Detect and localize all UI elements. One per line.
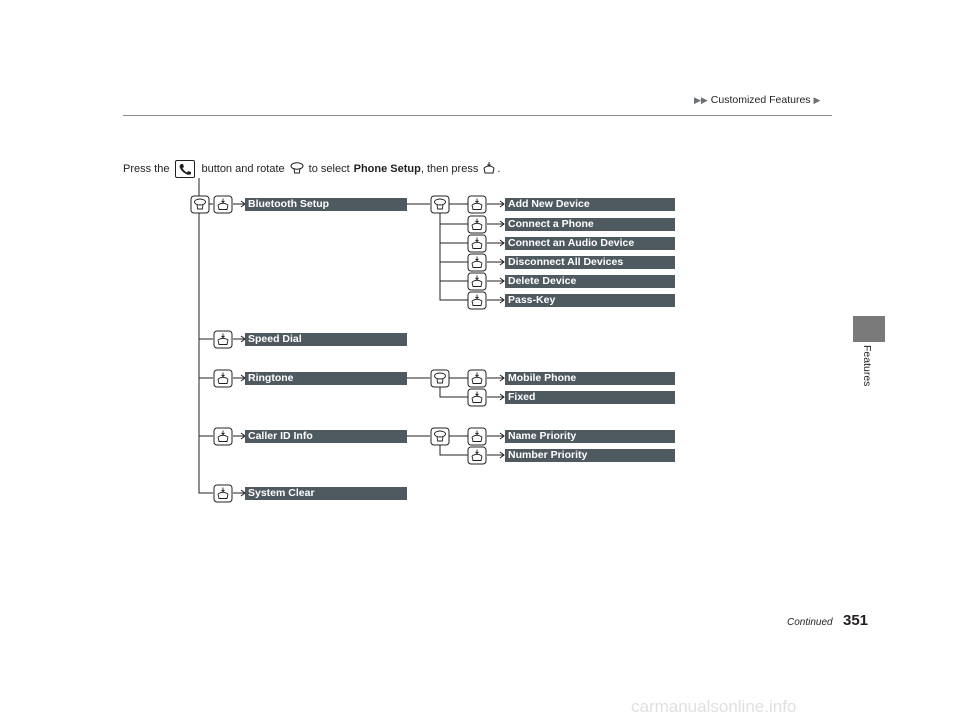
breadcrumb: ▶▶ Customized Features ▶ xyxy=(694,94,820,106)
press-knob-icon xyxy=(213,330,233,349)
submenu-item-connect-phone: Connect a Phone xyxy=(505,218,675,231)
rotate-knob-icon xyxy=(430,369,450,388)
submenu-item-name-priority: Name Priority xyxy=(505,430,675,443)
menu-item-speed-dial: Speed Dial xyxy=(245,333,407,346)
watermark: carmanualsonline.info xyxy=(631,697,797,716)
press-knob-icon xyxy=(213,427,233,446)
press-knob-icon xyxy=(213,369,233,388)
continued-label: Continued xyxy=(787,617,833,628)
instruction-target: Phone Setup xyxy=(353,163,421,175)
press-knob-icon xyxy=(467,272,487,291)
chevron-right-icon: ▶ xyxy=(813,95,821,105)
press-knob-icon xyxy=(467,195,487,214)
press-knob-icon xyxy=(213,484,233,503)
menu-item-bluetooth-setup: Bluetooth Setup xyxy=(245,198,407,211)
phone-icon xyxy=(175,160,196,178)
rotate-knob-icon xyxy=(430,195,450,214)
submenu-item-delete-device: Delete Device xyxy=(505,275,675,288)
header-divider xyxy=(123,115,832,116)
breadcrumb-label: Customized Features xyxy=(710,94,811,106)
instruction-line: Press the button and rotate to select Ph… xyxy=(123,160,500,178)
press-knob-icon xyxy=(467,369,487,388)
section-tab xyxy=(853,316,885,342)
press-knob-icon xyxy=(467,234,487,253)
press-knob-icon xyxy=(467,291,487,310)
menu-item-caller-id-info: Caller ID Info xyxy=(245,430,407,443)
press-knob-icon xyxy=(467,388,487,407)
press-knob-icon xyxy=(467,215,487,234)
press-knob-icon xyxy=(213,195,233,214)
page-number: 351 xyxy=(843,612,869,629)
chevron-right-icon: ▶▶ xyxy=(694,95,708,105)
instruction-text: . xyxy=(497,163,501,175)
instruction-text: to select xyxy=(308,163,350,175)
press-knob-icon xyxy=(467,253,487,272)
submenu-item-pass-key: Pass-Key xyxy=(505,294,675,307)
submenu-item-connect-audio: Connect an Audio Device xyxy=(505,237,675,250)
instruction-text: Press the xyxy=(123,163,170,175)
submenu-item-number-priority: Number Priority xyxy=(505,449,675,462)
menu-item-system-clear: System Clear xyxy=(245,487,407,500)
press-knob-icon xyxy=(467,446,487,465)
submenu-item-mobile-phone: Mobile Phone xyxy=(505,372,675,385)
rotate-knob-icon xyxy=(190,195,210,214)
rotate-knob-icon xyxy=(289,161,305,178)
submenu-item-disconnect-all: Disconnect All Devices xyxy=(505,256,675,269)
press-knob-icon xyxy=(482,161,496,178)
submenu-item-add-new-device: Add New Device xyxy=(505,198,675,211)
instruction-text: , then press xyxy=(420,163,479,175)
instruction-text: button and rotate xyxy=(201,163,285,175)
press-knob-icon xyxy=(467,427,487,446)
rotate-knob-icon xyxy=(430,427,450,446)
submenu-item-fixed: Fixed xyxy=(505,391,675,404)
menu-item-ringtone: Ringtone xyxy=(245,372,407,385)
